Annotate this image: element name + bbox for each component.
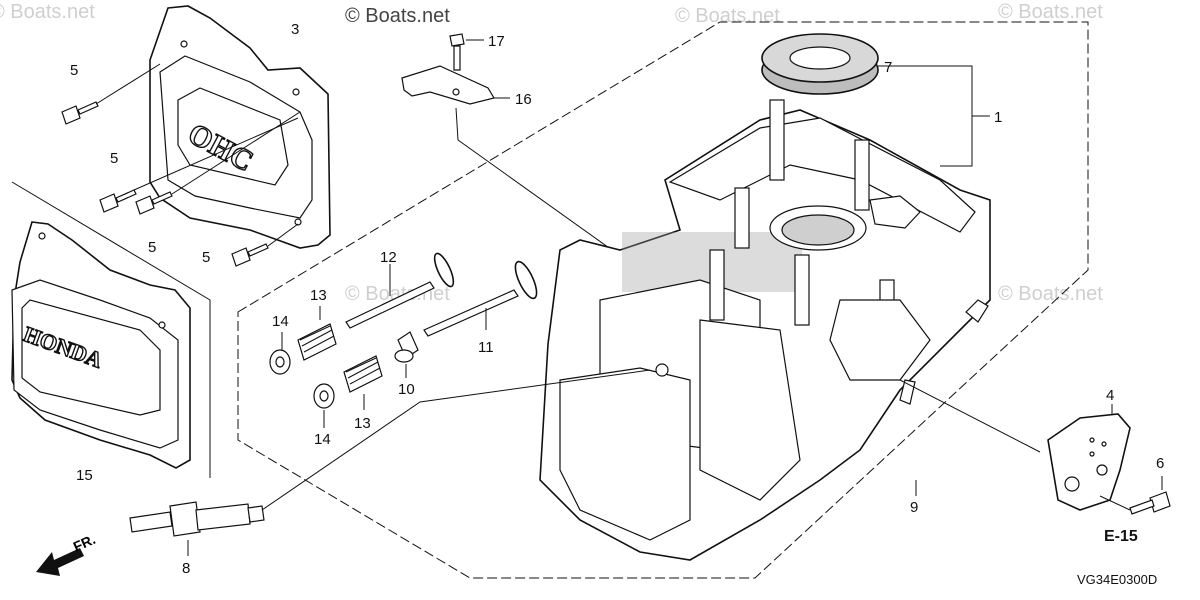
bolt-6[interactable] bbox=[1129, 491, 1171, 515]
watermark: © Boats.net bbox=[998, 283, 1103, 305]
oil-seal-7[interactable] bbox=[761, 33, 879, 95]
callout-9[interactable]: 9 bbox=[910, 499, 918, 516]
callout-12[interactable]: 12 bbox=[380, 249, 397, 266]
callout-7[interactable]: 7 bbox=[884, 59, 892, 76]
callout-15[interactable]: 15 bbox=[76, 467, 93, 484]
bolt-5-a[interactable] bbox=[61, 101, 99, 125]
watermark: © Boats.net bbox=[998, 1, 1103, 23]
callout-5[interactable]: 5 bbox=[202, 249, 210, 266]
bolt-5-d[interactable] bbox=[231, 243, 269, 267]
bolt-5-c[interactable] bbox=[135, 191, 173, 215]
leader-line bbox=[261, 369, 651, 511]
assembly-group-outline bbox=[237, 21, 1089, 579]
watermark: © Boats.net bbox=[675, 5, 780, 27]
callout-10[interactable]: 10 bbox=[398, 381, 415, 398]
leader-line bbox=[878, 65, 973, 167]
watermark: © Boats.net bbox=[0, 1, 95, 23]
outer-cover-honda[interactable]: HONDA bbox=[11, 221, 191, 469]
plate-16[interactable] bbox=[401, 65, 495, 105]
callout-13[interactable]: 13 bbox=[310, 287, 327, 304]
bolt-5-b[interactable] bbox=[99, 189, 137, 213]
valve-12[interactable] bbox=[345, 251, 457, 329]
leader-line bbox=[95, 63, 161, 105]
leader-line bbox=[171, 111, 301, 195]
valve-spring-13-a[interactable] bbox=[297, 323, 337, 361]
stem-seal-10[interactable] bbox=[394, 331, 419, 363]
valve-retainer-14-a[interactable] bbox=[269, 349, 291, 375]
callout-17[interactable]: 17 bbox=[488, 33, 505, 50]
callout-1[interactable]: 1 bbox=[994, 109, 1002, 126]
valve-retainer-14-b[interactable] bbox=[313, 383, 335, 409]
head-cover-ohc[interactable]: OHC bbox=[149, 5, 331, 249]
front-direction-arrow: FR. bbox=[36, 531, 98, 576]
valve-spring-13-b[interactable] bbox=[343, 355, 383, 393]
section-reference[interactable]: E-15 bbox=[1104, 528, 1138, 545]
front-arrow-label: FR. bbox=[71, 531, 98, 555]
callout-5[interactable]: 5 bbox=[110, 150, 118, 167]
leader-line bbox=[133, 117, 299, 191]
callout-16[interactable]: 16 bbox=[515, 91, 532, 108]
callout-8[interactable]: 8 bbox=[182, 560, 190, 577]
callout-3[interactable]: 3 bbox=[291, 21, 299, 38]
leader-line bbox=[899, 379, 1041, 453]
callout-6[interactable]: 6 bbox=[1156, 455, 1164, 472]
bolt-17[interactable] bbox=[449, 33, 465, 71]
divider-line bbox=[11, 181, 211, 478]
callout-4[interactable]: 4 bbox=[1106, 387, 1114, 404]
watermark: © Boats.net bbox=[345, 5, 450, 27]
callout-14[interactable]: 14 bbox=[272, 313, 289, 330]
leader-line bbox=[455, 107, 641, 271]
leader-line bbox=[267, 223, 299, 247]
spark-plug-8[interactable] bbox=[129, 501, 265, 537]
callout-11[interactable]: 11 bbox=[478, 339, 494, 356]
valve-11[interactable] bbox=[423, 259, 541, 337]
drawing-code: VG34E0300D bbox=[1077, 572, 1157, 587]
callout-5[interactable]: 5 bbox=[148, 239, 156, 256]
cylinder-block-1[interactable] bbox=[539, 99, 991, 561]
callout-5[interactable]: 5 bbox=[70, 62, 78, 79]
leader-line bbox=[1099, 495, 1131, 511]
callout-14[interactable]: 14 bbox=[314, 431, 331, 448]
callout-13[interactable]: 13 bbox=[354, 415, 371, 432]
gasket-4[interactable] bbox=[1047, 413, 1131, 511]
